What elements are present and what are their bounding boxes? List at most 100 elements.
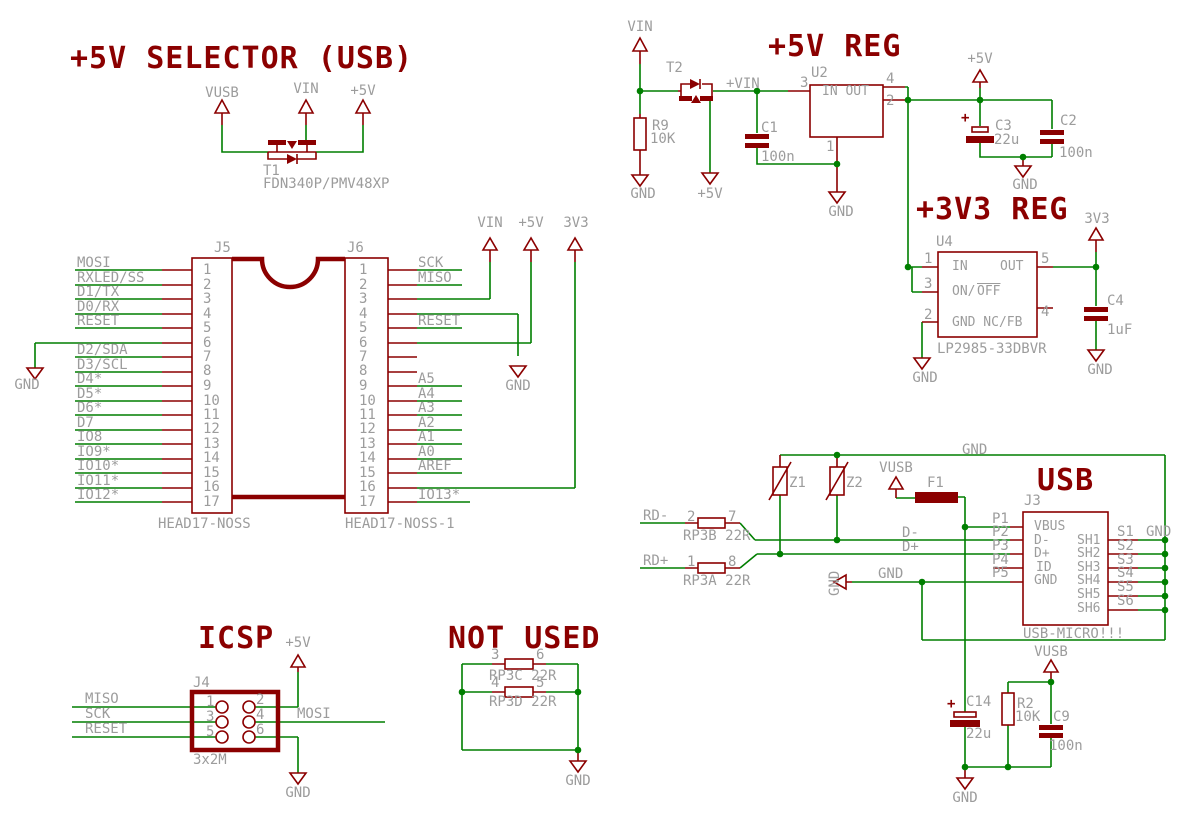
net-dplus: D+ xyxy=(902,539,919,555)
j6-pin-2: 2 xyxy=(359,277,368,293)
u4-out: OUT xyxy=(1000,259,1024,274)
net-dminus: D- xyxy=(902,525,919,541)
refdes-j4: J4 xyxy=(193,675,210,691)
rp3b-pin-7: 7 xyxy=(728,509,737,525)
refdes-c14: C14 xyxy=(966,694,992,710)
supply-label-5v-icsp: +5V xyxy=(285,635,311,651)
wires-reg5 xyxy=(639,64,1053,267)
refdes-t1: T1 xyxy=(263,163,280,179)
value-c1: 100n xyxy=(761,149,795,165)
net-a1: A1 xyxy=(418,429,435,445)
j3-vbus: VBUS xyxy=(1034,519,1066,534)
component-c9 xyxy=(1039,725,1063,738)
net-wires xyxy=(34,64,1166,773)
u2-inout: IN OUT xyxy=(822,84,869,99)
vin-arrow-j6-icon xyxy=(481,236,499,251)
value-j5: HEAD17-NOSS xyxy=(158,516,251,532)
value-u4: LP2985-33DBVR xyxy=(937,341,1047,357)
j3-pin-p3: P3 xyxy=(992,538,1009,554)
gnd-arrow-r9-icon xyxy=(630,174,650,188)
u2-pin-4: 4 xyxy=(886,71,895,87)
refdes-r2: R2 xyxy=(1017,696,1034,712)
j6-pin-17: 17 xyxy=(359,494,376,510)
gnd-label-u2: GND xyxy=(828,204,854,220)
refdes-t2: T2 xyxy=(666,60,683,76)
value-j6: HEAD17-NOSS-1 xyxy=(345,516,455,532)
component-u2 xyxy=(809,84,884,138)
net-d0-rx: D0/RX xyxy=(77,299,120,315)
j6-pin-14: 14 xyxy=(359,450,376,466)
j3-gnd: GND xyxy=(1034,573,1058,588)
component-c14 xyxy=(950,711,980,727)
gnd-label-s1: GND xyxy=(1146,524,1172,540)
value-rp3a: RP3A 22R xyxy=(683,573,751,589)
component-z2 xyxy=(825,461,849,501)
wires-j6 xyxy=(417,262,576,503)
j6-pin-4: 4 xyxy=(359,306,368,322)
j3-sh5: SH5 xyxy=(1077,587,1101,602)
j3-sh2: SH2 xyxy=(1077,546,1101,561)
net-gnd-wire: GND xyxy=(878,566,904,582)
component-rp3a xyxy=(697,562,726,574)
net-reset-icsp: RESET xyxy=(85,721,128,737)
rp3d-pin-4: 4 xyxy=(491,675,500,691)
net-a0: A0 xyxy=(418,444,435,460)
net-io8: IO8 xyxy=(77,429,103,445)
j3-sh3: SH3 xyxy=(1077,560,1101,575)
gnd-arrows xyxy=(25,165,1106,791)
rp3c-pin-6: 6 xyxy=(536,647,545,663)
vin-arrow-icon xyxy=(297,98,315,114)
gnd-arrow-c14-icon xyxy=(955,777,975,791)
supply-label-3v3-reg: 3V3 xyxy=(1084,211,1110,227)
gnd-arrow-u2-icon xyxy=(827,191,847,205)
5v-down-arrow-t2-icon xyxy=(700,172,720,186)
gnd-label-bottom: GND xyxy=(952,790,978,806)
rp3a-pin-1: 1 xyxy=(687,554,696,570)
net-a3: A3 xyxy=(418,400,435,416)
value-c2: 100n xyxy=(1059,145,1093,161)
wires-selector xyxy=(221,125,364,153)
value-rp3d: RP3D 22R xyxy=(489,694,557,710)
gnd-label-u4: GND xyxy=(912,370,938,386)
stubs-usb xyxy=(492,455,1138,778)
j6-pin-6: 6 xyxy=(359,335,368,351)
u2-pin-1: 1 xyxy=(826,139,835,155)
j3-sh6: SH6 xyxy=(1077,601,1101,616)
gnd-arrow-u4-icon xyxy=(912,357,932,371)
5v-arrow-icon xyxy=(354,98,372,114)
net-reset-left: RESET xyxy=(77,313,120,329)
j6-pin-13: 13 xyxy=(359,436,376,452)
gnd-label-icsp: GND xyxy=(285,785,311,801)
j3-pin-s4: S4 xyxy=(1117,565,1134,581)
gnd-label-rotated: GND xyxy=(827,570,843,596)
net-d2-sda: D2/SDA xyxy=(77,342,128,358)
component-t2 xyxy=(678,79,713,103)
component-j4 xyxy=(189,689,281,753)
net-d7: D7 xyxy=(77,415,94,431)
refdes-j6: J6 xyxy=(347,240,364,256)
gnd-arrow-icsp-icon xyxy=(288,772,308,786)
value-rp3c: RP3C 22R xyxy=(489,668,557,684)
vusb-arrow-icon xyxy=(213,98,231,114)
net-a4: A4 xyxy=(418,386,435,402)
net-reset-right: RESET xyxy=(418,313,461,329)
j3-pin-s3: S3 xyxy=(1117,552,1134,568)
component-c4 xyxy=(1084,307,1108,321)
net-rdplus: RD+ xyxy=(643,553,669,569)
value-j4: 3x2M xyxy=(193,752,227,768)
u4-pin-5: 5 xyxy=(1041,251,1050,267)
usb-title: USB xyxy=(1037,463,1095,498)
net-aref: AREF xyxy=(418,458,452,474)
notused-title: NOT USED xyxy=(448,621,601,656)
value-c3: 22u xyxy=(994,132,1020,148)
j4-pin-5: 5 xyxy=(206,724,215,740)
refdes-c3: C3 xyxy=(995,118,1012,134)
supply-stems xyxy=(221,51,1097,680)
refdes-c4: C4 xyxy=(1107,293,1124,309)
j5-pin-17: 17 xyxy=(203,494,220,510)
component-r9 xyxy=(633,117,647,151)
component-rp3d xyxy=(504,686,534,698)
vusb-arrow-2-icon xyxy=(1042,658,1060,673)
j3-sh1: SH1 xyxy=(1077,533,1101,548)
